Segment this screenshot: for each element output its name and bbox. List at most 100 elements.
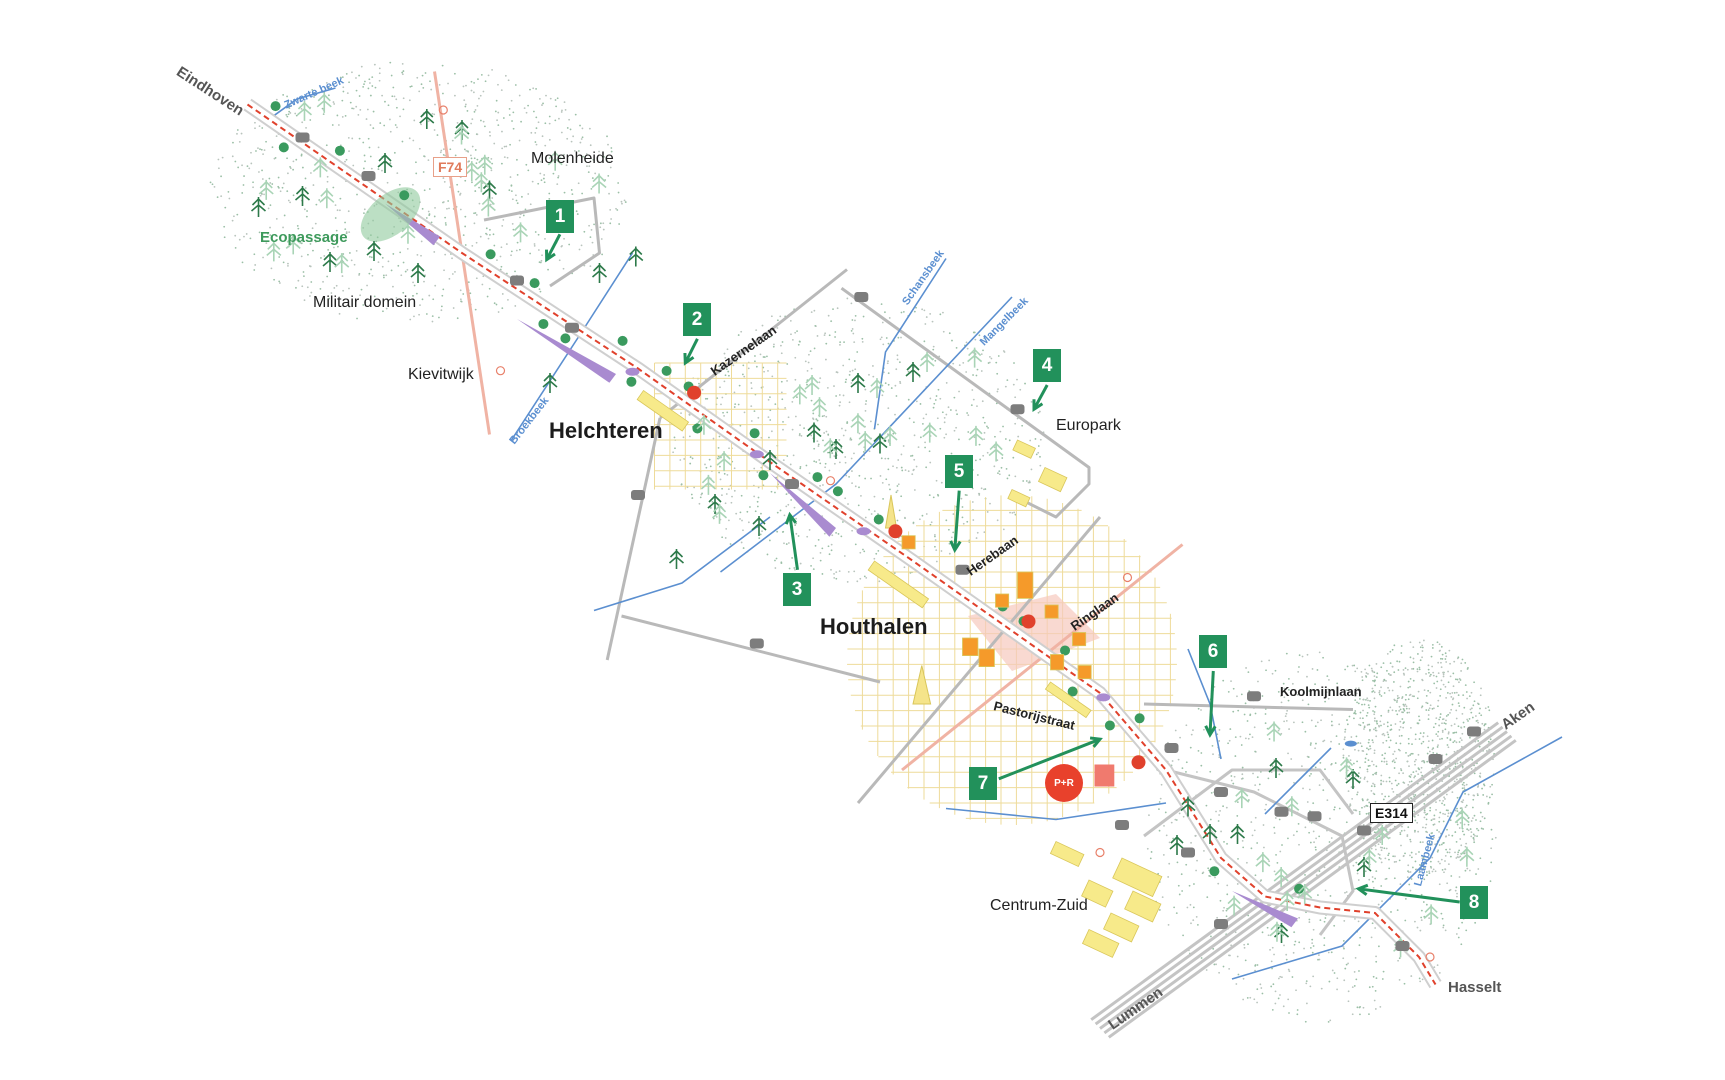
stipple-dot (1356, 760, 1358, 763)
stipple-dot (1272, 983, 1275, 986)
stipple-dot (395, 297, 398, 299)
stipple-dot (1447, 746, 1450, 749)
marker-2[interactable]: 2 (683, 303, 711, 336)
stipple-dot (1244, 959, 1247, 962)
stipple-dot (1433, 823, 1436, 826)
car-icon (1467, 726, 1481, 737)
stipple-dot (241, 261, 244, 264)
building (1081, 879, 1114, 908)
stipple-dot (907, 470, 910, 473)
street-tree (812, 472, 823, 483)
stipple-dot (1409, 656, 1412, 659)
stipple-dot (1021, 424, 1024, 427)
stipple-dot (1410, 773, 1413, 776)
stipple-dot (776, 530, 779, 533)
stipple-dot (1218, 971, 1220, 974)
stipple-dot (1467, 793, 1470, 796)
stipple-dot (355, 249, 358, 252)
stipple-dot (381, 265, 384, 268)
stipple-dot (1225, 909, 1228, 912)
stipple-dot (281, 186, 284, 189)
stipple-dot (519, 216, 521, 219)
stipple-dot (1445, 715, 1448, 717)
road-south (621, 614, 881, 684)
stipple-dot (1371, 985, 1374, 988)
stipple-dot (733, 489, 736, 492)
stipple-dot (1394, 779, 1397, 782)
stipple-dot (1444, 854, 1447, 857)
stipple-dot (1377, 903, 1380, 906)
marker-3[interactable]: 3 (783, 573, 811, 606)
stipple-dot (590, 187, 593, 190)
stipple-dot (1361, 806, 1363, 809)
stipple-dot (1005, 467, 1008, 470)
stipple-dot (1212, 947, 1215, 950)
stipple-dot (1418, 666, 1421, 669)
stipple-dot (1437, 860, 1440, 863)
stipple-dot (563, 153, 566, 156)
stipple-dot (1410, 856, 1413, 859)
stipple-dot (1385, 847, 1388, 850)
car-icon (785, 479, 799, 489)
stipple-dot (1447, 681, 1450, 684)
stipple-dot (887, 342, 890, 345)
stipple-dot (1416, 668, 1419, 671)
stipple-dot (1314, 725, 1317, 728)
stipple-dot (1482, 794, 1485, 796)
stipple-dot (1232, 710, 1235, 713)
stipple-dot (1464, 806, 1467, 809)
stipple-dot (1380, 849, 1383, 852)
stipple-dot (1438, 718, 1441, 721)
stipple-dot (1364, 870, 1367, 873)
stipple-dot (409, 318, 412, 321)
stipple-dot (955, 426, 958, 429)
stipple-dot (1236, 883, 1239, 885)
stipple-dot (1311, 951, 1314, 954)
stipple-dot (527, 104, 529, 107)
stipple-dot (1483, 728, 1486, 731)
street-tree (485, 249, 496, 260)
stipple-dot (1284, 715, 1287, 717)
pine-tree-icon (1226, 895, 1242, 916)
marker-5[interactable]: 5 (945, 455, 973, 488)
stipple-dot (1459, 679, 1462, 681)
stipple-dot (1385, 780, 1388, 783)
stipple-dot (300, 108, 303, 110)
stipple-dot (1410, 878, 1413, 880)
pine-tree-icon (366, 241, 382, 261)
stipple-dot (971, 501, 974, 503)
stipple-dot (320, 257, 322, 259)
stipple-dot (368, 255, 371, 258)
stipple-dot (812, 557, 815, 560)
stipple-dot (1223, 840, 1225, 843)
pine-tree-icon (1423, 904, 1439, 925)
stipple-dot (887, 383, 890, 386)
stipple-dot (1464, 662, 1467, 664)
pine-tree-icon (762, 450, 778, 470)
stipple-dot (846, 422, 849, 425)
stipple-dot (690, 493, 693, 496)
stipple-dot (1403, 829, 1406, 832)
stipple-dot (1304, 730, 1307, 733)
stipple-dot (854, 543, 857, 546)
stipple-dot (933, 402, 936, 405)
stipple-dot (1484, 707, 1487, 710)
marker-1[interactable]: 1 (546, 200, 574, 233)
stipple-dot (1373, 783, 1376, 786)
stipple-dot (844, 456, 847, 458)
stipple-dot (1322, 656, 1324, 659)
stipple-dot (1240, 777, 1243, 780)
marker-6[interactable]: 6 (1199, 635, 1227, 668)
marker-8[interactable]: 8 (1460, 886, 1488, 919)
marker-4[interactable]: 4 (1033, 349, 1061, 382)
marker-7[interactable]: 7 (969, 767, 997, 800)
stipple-dot (1277, 690, 1280, 693)
stipple-dot (1288, 1012, 1290, 1014)
stipple-dot (1448, 834, 1450, 837)
stipple-dot (1319, 919, 1322, 922)
stipple-dot (323, 255, 326, 257)
stipple-dot (924, 446, 926, 449)
stipple-dot (341, 116, 344, 118)
stipple-dot (1232, 687, 1235, 690)
car-icon (1274, 806, 1289, 817)
